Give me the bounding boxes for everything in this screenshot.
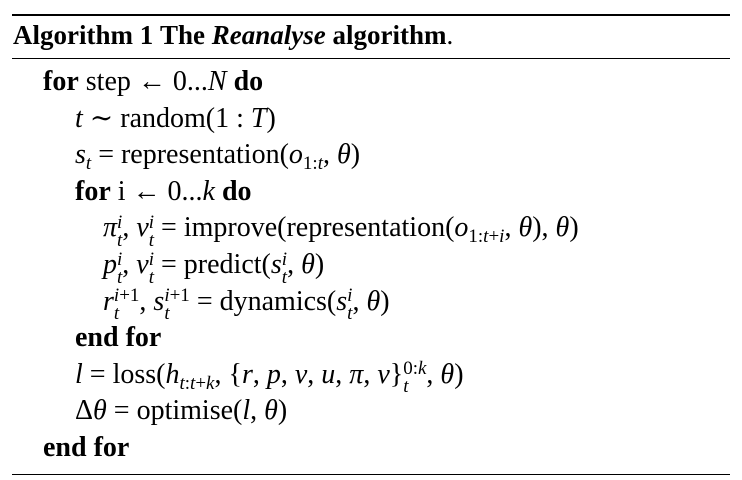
token-step: step: [85, 66, 131, 97]
caption-label: Algorithm 1: [13, 20, 154, 50]
kw-do: do: [233, 66, 264, 97]
algo-line-8: end for: [12, 320, 730, 357]
caption-period: .: [446, 20, 454, 50]
algo-line-11: end for: [12, 430, 730, 467]
algo-line-3: st = representation(o1:t, θ): [75, 139, 361, 175]
token-i: i: [117, 175, 126, 207]
fn-improve: improve: [183, 212, 278, 244]
fn-loss: loss: [112, 358, 157, 390]
caption-rule: [12, 58, 730, 59]
kw-end-for-outer: end for: [43, 431, 130, 463]
algorithm-caption: Algorithm 1 The Reanalyse algorithm.: [12, 16, 730, 58]
caption-the: The: [159, 20, 205, 50]
fn-dynamics: dynamics: [219, 285, 327, 317]
kw-for: for: [43, 66, 79, 97]
bottom-rule: [12, 473, 730, 475]
kw-for-inner: for: [75, 175, 111, 207]
algorithm-box: Algorithm 1 The Reanalyse algorithm. for…: [12, 14, 730, 475]
algo-line-4: for i ← 0...k do: [75, 175, 252, 207]
caption-suffix: algorithm: [332, 20, 447, 50]
algo-line-2: t ∼ random(1 : T): [75, 102, 276, 134]
kw-do-inner: do: [221, 175, 252, 207]
fn-random: random: [120, 102, 206, 134]
fn-optimise: optimise: [136, 395, 234, 427]
caption-name: Reanalyse: [211, 20, 326, 50]
fn-predict: predict: [183, 248, 262, 280]
top-rule: [12, 14, 730, 16]
algo-line-10: Δθ = optimise(l, θ): [75, 395, 288, 427]
kw-end-for-inner: end for: [75, 322, 162, 354]
fn-representation-2: representation: [286, 212, 446, 244]
algo-line-1: for step ← 0...N do: [43, 66, 264, 97]
fn-representation: representation: [120, 139, 280, 171]
algorithm-body: for step ← 0...N do t ∼ random(1 : T) st…: [12, 59, 730, 474]
